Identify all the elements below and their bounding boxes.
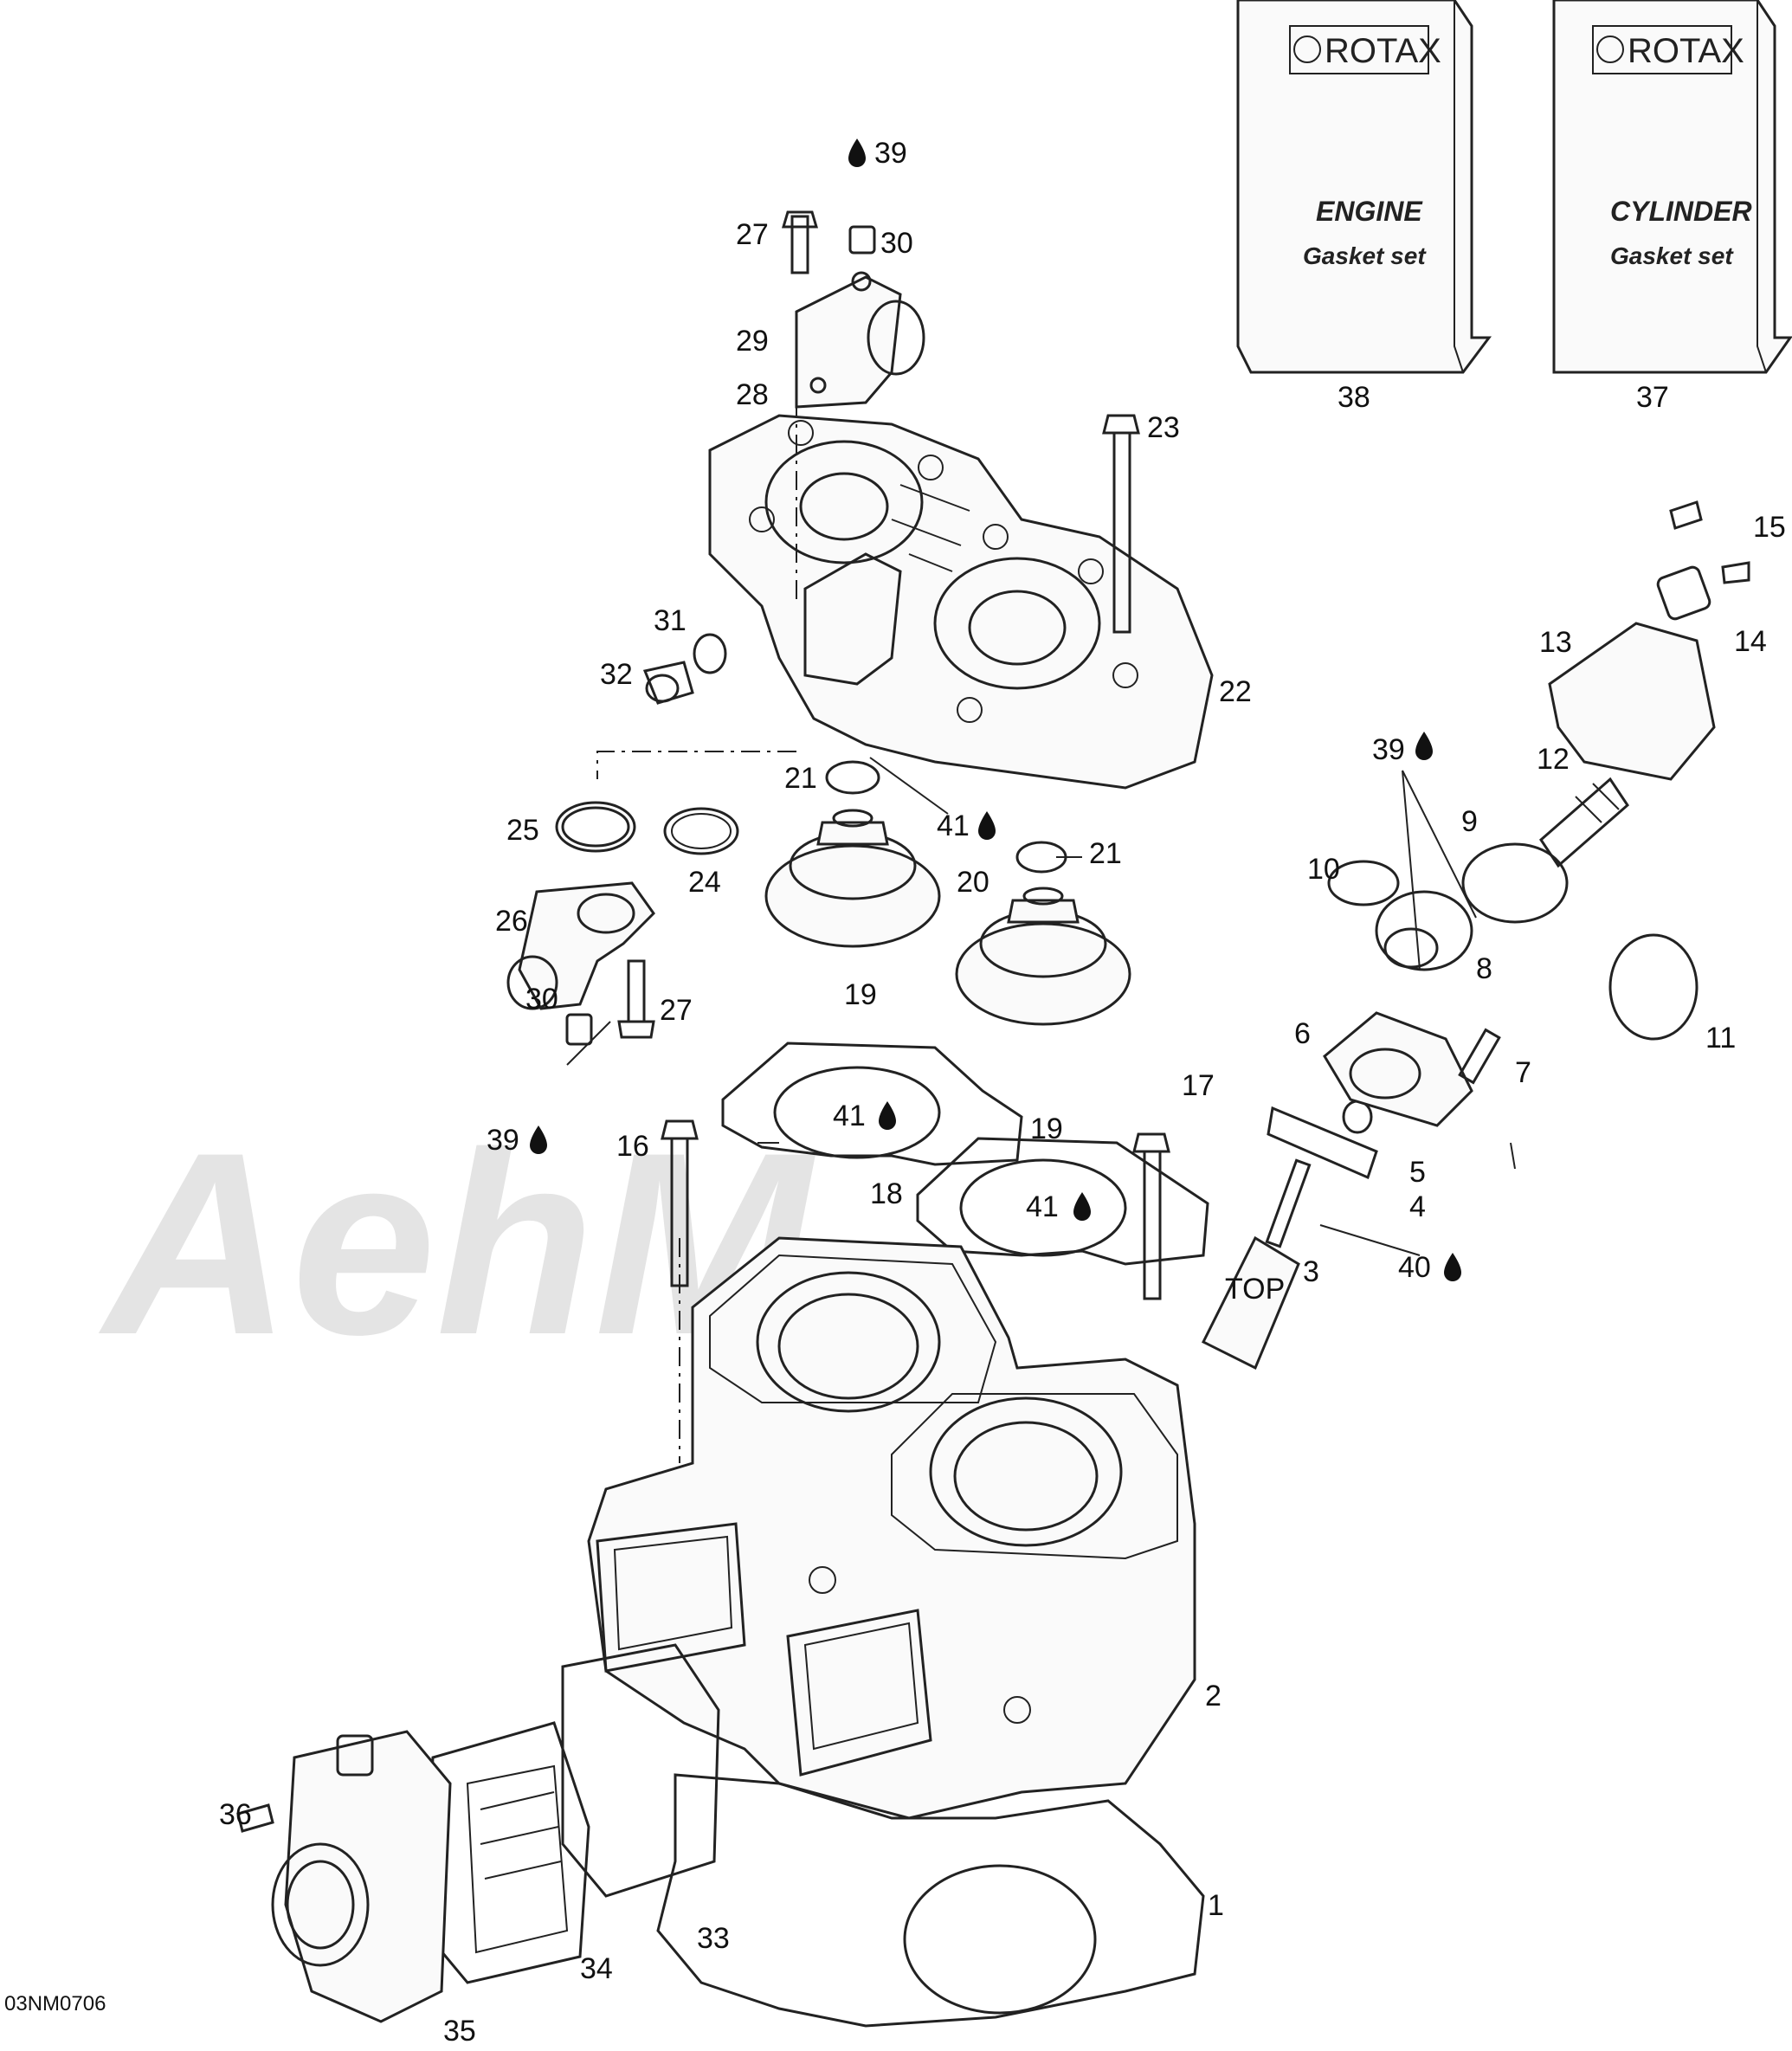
callout: 15 <box>1753 511 1786 544</box>
callout: 22 <box>1219 675 1252 708</box>
callouts: 1 2 3 4 5 6 7 8 9 10 11 12 13 14 15 16 1… <box>219 137 1786 2048</box>
callout: 34 <box>580 1952 613 1985</box>
callout: 31 <box>654 604 687 637</box>
callout: 1 <box>1208 1889 1224 1922</box>
callout: 21 <box>1089 837 1122 870</box>
callout: 21 <box>784 762 817 795</box>
callout: 40 <box>1398 1251 1431 1284</box>
callout: 23 <box>1147 411 1180 444</box>
cylinder-studs <box>661 1119 1170 1300</box>
callout: 30 <box>880 227 913 260</box>
booklet-title: CYLINDER <box>1610 196 1752 227</box>
callout: 19 <box>844 978 877 1011</box>
drain-plug <box>642 633 727 705</box>
callout: 35 <box>443 2015 476 2048</box>
callout: 25 <box>506 814 539 847</box>
oil-drop-icon <box>1415 732 1433 760</box>
callout: 7 <box>1515 1056 1531 1089</box>
callout: 5 <box>1409 1156 1426 1189</box>
oil-drop-icon <box>1444 1253 1461 1281</box>
figure-code: 03NM0706 <box>4 1992 106 2016</box>
oil-drop-icon <box>1073 1192 1091 1221</box>
booklet-subtitle: Gasket set <box>1303 242 1427 269</box>
cylinder-head-screw <box>1102 414 1140 634</box>
callout: 41 <box>1026 1190 1059 1223</box>
callout: 39 <box>487 1124 519 1157</box>
rave-valve-assembly: TOP <box>1201 500 1750 1371</box>
callout: 10 <box>1307 853 1340 886</box>
callout: 30 <box>525 983 558 1016</box>
brand-logo-icon <box>1596 35 1624 63</box>
booklet-title: ENGINE <box>1316 196 1423 227</box>
oil-drop-icon <box>879 1101 896 1130</box>
callout: 16 <box>616 1130 649 1163</box>
combustion-chambers <box>764 809 1131 1026</box>
callout: 39 <box>1372 733 1405 766</box>
piston-label: TOP <box>1225 1273 1285 1306</box>
booklet-brand: ROTAX <box>1628 32 1744 70</box>
callout: 27 <box>660 994 693 1027</box>
gasket-set-booklet-cylinder: ROTAX CYLINDER Gasket set 37 <box>1552 0 1792 414</box>
callout: 39 <box>874 137 907 170</box>
callout: 6 <box>1294 1017 1311 1050</box>
callout: 41 <box>937 809 970 842</box>
oil-drop-icon <box>530 1125 547 1154</box>
callout: 24 <box>688 866 721 899</box>
callout: 9 <box>1461 805 1478 838</box>
callout: 13 <box>1539 626 1572 659</box>
callout: 41 <box>833 1100 866 1132</box>
callout: 4 <box>1409 1190 1426 1223</box>
callout: 18 <box>870 1177 903 1210</box>
booklet-subtitle: Gasket set <box>1610 242 1734 269</box>
callout: 20 <box>957 866 989 899</box>
oil-drop-icons <box>530 139 1461 1281</box>
oil-drop-icon <box>978 811 996 840</box>
callout: 12 <box>1537 743 1570 776</box>
o-rings <box>555 760 1067 874</box>
callout: 26 <box>495 905 528 938</box>
callout-38: 38 <box>1338 381 1370 414</box>
booklet-brand: ROTAX <box>1325 32 1441 70</box>
callout: 14 <box>1734 625 1767 658</box>
callout: 28 <box>736 378 769 411</box>
callout: 8 <box>1476 952 1492 985</box>
callout-37: 37 <box>1636 381 1669 414</box>
callout: 29 <box>736 325 769 358</box>
leader-lines <box>566 757 1516 1256</box>
callout: 32 <box>600 658 633 691</box>
water-elbow-side <box>506 881 655 1046</box>
oil-drop-icon <box>848 139 866 167</box>
brand-logo-icon <box>1293 35 1321 63</box>
callout: 19 <box>1030 1113 1063 1145</box>
intake-manifold <box>236 1730 452 2023</box>
callout: 11 <box>1705 1022 1736 1055</box>
callout: 36 <box>219 1798 252 1831</box>
callout: 3 <box>1303 1255 1319 1288</box>
callout: 33 <box>697 1922 730 1955</box>
cylinder-head <box>708 414 1214 790</box>
base-gasket <box>656 1773 1205 2028</box>
assembly-guide-lines <box>596 398 797 1463</box>
cylinder-block <box>587 1236 1196 1820</box>
callout: 17 <box>1182 1069 1215 1102</box>
callout: 27 <box>736 218 769 251</box>
callout: 2 <box>1205 1680 1222 1712</box>
water-outlet-top <box>781 210 925 409</box>
gasket-set-booklet-engine: ROTAX ENGINE Gasket set 38 <box>1236 0 1492 414</box>
